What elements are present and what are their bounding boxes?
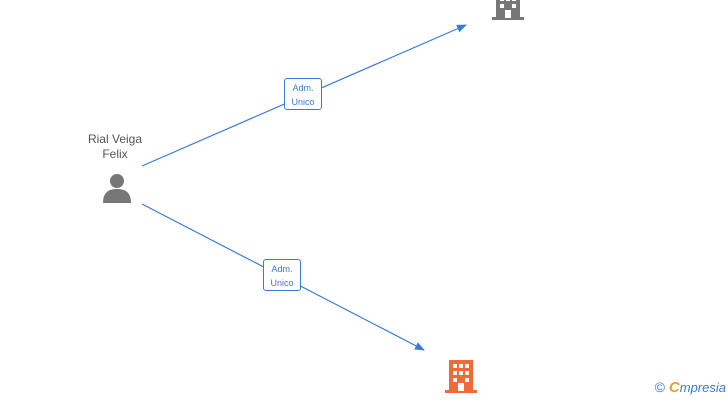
relation-label[interactable]: Adm. Unico xyxy=(263,259,301,291)
brand-rest: mpresia xyxy=(679,380,726,395)
person-name[interactable]: Rial Veiga Felix xyxy=(74,132,156,162)
relation-label[interactable]: Adm. Unico xyxy=(284,78,322,110)
empresia-watermark: ©Cmpresia xyxy=(655,379,726,396)
brand-initial: C xyxy=(668,379,680,396)
person-icon[interactable] xyxy=(100,172,134,204)
building-icon[interactable] xyxy=(490,0,526,20)
person-name-line1: Rial Veiga xyxy=(87,132,143,146)
relation-label-line1: Adm. xyxy=(292,83,314,93)
relation-label-line2: Unico xyxy=(291,97,315,107)
person-name-line2: Felix xyxy=(102,147,128,161)
copyright-symbol: © xyxy=(654,379,665,395)
relation-label-line1: Adm. xyxy=(271,264,293,274)
relation-label-line2: Unico xyxy=(270,278,294,288)
building-icon[interactable] xyxy=(443,358,479,394)
